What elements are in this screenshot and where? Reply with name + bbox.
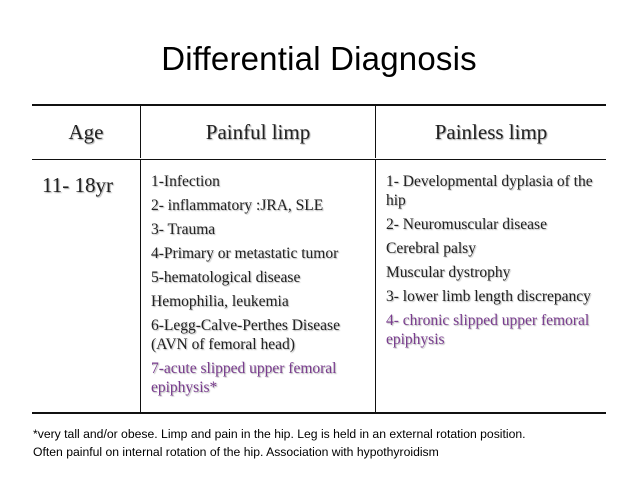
- list-item: 7-acute slipped upper femoral epiphysis*: [151, 360, 337, 396]
- list-item: 1-Infection: [151, 173, 220, 190]
- header-age: Age: [68, 120, 104, 144]
- list-item: 3- Trauma: [151, 221, 216, 238]
- age-value: 11- 18yr: [42, 173, 113, 197]
- list-item: 6-Legg-Calve-Perthes Disease (AVN of fem…: [151, 317, 340, 353]
- header-painless-limp: Painless limp: [375, 106, 606, 158]
- slide-title: Differential Diagnosis: [161, 40, 477, 77]
- list-item: Muscular dystrophy: [386, 264, 511, 281]
- list-item: 3- lower limb length discrepancy: [386, 288, 591, 305]
- table-header-row: Age Painful limp Painless limp: [32, 106, 606, 158]
- footnote-line-1: *very tall and/or obese. Limp and pain i…: [33, 427, 526, 441]
- list-item: 5-hematological disease: [151, 269, 301, 286]
- list-item: 4-Primary or metastatic tumor: [151, 245, 339, 262]
- list-item: 2- Neuromuscular disease: [386, 216, 547, 233]
- list-item: Hemophilia, leukemia: [151, 293, 289, 310]
- painful-limp-list: 1-Infection 2- inflammatory :JRA, SLE 3- T…: [141, 160, 375, 397]
- footnote-line-2: Often painful on internal rotation of th…: [33, 445, 439, 459]
- diagnosis-table: Age Painful limp Painless limp 11- 18yr …: [32, 104, 606, 414]
- age-cell: 11- 18yr: [32, 160, 140, 413]
- footnote: *very tall and/or obese. Limp and pain i…: [33, 425, 623, 461]
- header-painful-limp: Painful limp: [140, 106, 375, 158]
- painful-limp-cell: 1-Infection 2- inflammatory :JRA, SLE 3- T…: [140, 160, 375, 413]
- list-item: 1- Developmental dyplasia of the hip: [386, 173, 593, 209]
- painless-limp-cell: 1- Developmental dyplasia of the hip 2- N…: [375, 160, 606, 413]
- list-item: 2- inflammatory :JRA, SLE: [151, 197, 324, 214]
- list-item: 4- chronic slipped upper femoral epiphys…: [386, 312, 590, 348]
- table-row: 11- 18yr 1-Infection 2- inflammatory :JRA…: [32, 159, 606, 413]
- painless-limp-list: 1- Developmental dyplasia of the hip 2- N…: [376, 160, 606, 349]
- list-item: Cerebral palsy: [386, 240, 476, 257]
